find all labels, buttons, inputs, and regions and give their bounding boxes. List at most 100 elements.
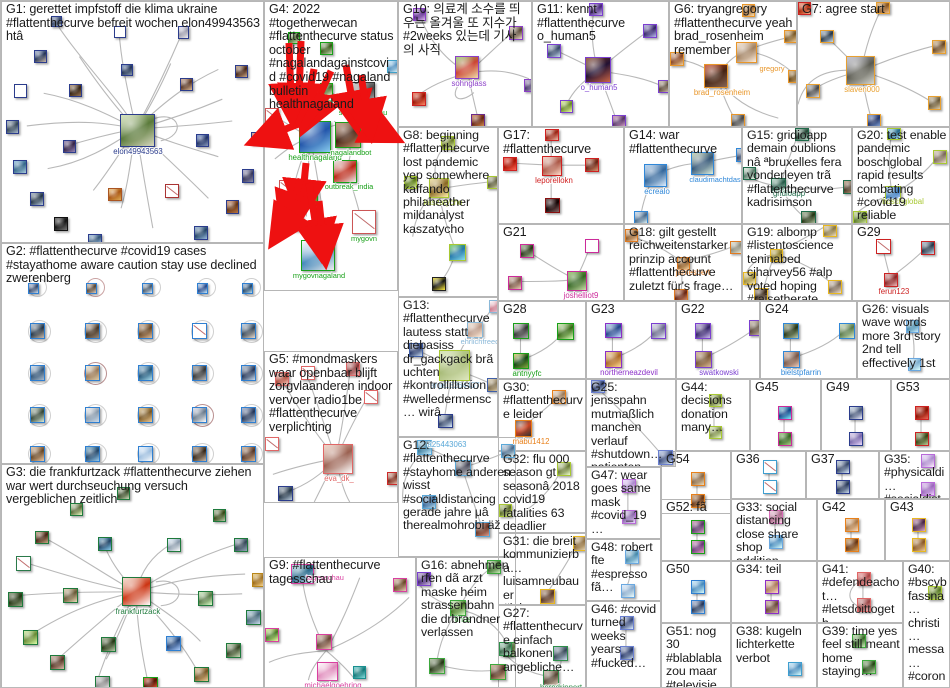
node[interactable] — [763, 460, 777, 474]
node-gregory[interactable] — [736, 42, 757, 63]
group-cell-G20[interactable]: G20: test enable pandemic boschglobal ra… — [852, 127, 949, 224]
node[interactable] — [795, 128, 809, 141]
group-cell-G40[interactable]: G40: #bscyb fassna… christi… messa… #cor… — [903, 561, 949, 687]
group-cell-G23[interactable]: G23 northerneazdevil — [586, 301, 676, 379]
node[interactable] — [432, 277, 446, 291]
node[interactable] — [387, 472, 397, 485]
node[interactable] — [709, 426, 722, 439]
node[interactable] — [709, 394, 722, 407]
node[interactable] — [503, 157, 517, 171]
group-cell-G43[interactable]: G43 — [885, 499, 949, 561]
group-cell-G38[interactable]: G38: kugeln lichterkette verbot — [731, 623, 817, 687]
node[interactable] — [912, 538, 926, 552]
node[interactable] — [138, 323, 153, 339]
node[interactable] — [489, 300, 497, 313]
node[interactable] — [820, 30, 834, 43]
hub-node-northerneazdevil[interactable] — [605, 351, 622, 368]
node[interactable] — [23, 630, 38, 645]
node[interactable] — [557, 462, 571, 476]
node[interactable] — [265, 437, 279, 451]
node-nagalandbot[interactable] — [335, 122, 361, 148]
node[interactable] — [921, 241, 935, 255]
node[interactable] — [843, 180, 851, 194]
node[interactable] — [487, 378, 497, 392]
node[interactable] — [235, 65, 248, 78]
node[interactable] — [778, 432, 792, 446]
node[interactable] — [670, 52, 684, 66]
group-cell-G53[interactable]: G53 — [891, 379, 949, 451]
node[interactable] — [70, 503, 83, 516]
hub-node-jamesbert[interactable] — [677, 257, 690, 270]
hub-node-brad_rosenheim[interactable] — [704, 64, 728, 88]
node[interactable] — [557, 323, 574, 340]
group-cell-G10[interactable]: G10: 의료계 소수를 띄우는 올겨울 또 지수가 #2weeks 있는데 기… — [398, 1, 532, 127]
node[interactable] — [165, 184, 179, 198]
node[interactable] — [449, 244, 466, 261]
node[interactable] — [30, 192, 44, 206]
group-cell-G46[interactable]: G46: #covid turned weeks years #fucked… — [586, 601, 661, 687]
node[interactable] — [194, 667, 209, 682]
node[interactable] — [98, 537, 112, 551]
node[interactable] — [778, 406, 792, 420]
group-cell-G13[interactable]: G13: #flattenthecurve lautess statt dieb… — [398, 297, 498, 437]
node[interactable] — [138, 365, 153, 381]
node[interactable] — [658, 80, 668, 93]
node[interactable] — [30, 323, 45, 339]
node[interactable] — [63, 140, 76, 153]
hub-node-anje18264437[interactable] — [439, 350, 470, 381]
node[interactable] — [95, 676, 110, 687]
hub-node-tinus[interactable] — [450, 600, 466, 616]
node[interactable] — [196, 134, 209, 147]
node[interactable] — [241, 446, 256, 462]
node[interactable] — [691, 494, 705, 508]
node[interactable] — [265, 108, 279, 122]
node[interactable] — [540, 589, 555, 604]
node-mygovn[interactable] — [352, 210, 376, 234]
node[interactable] — [429, 658, 445, 674]
node[interactable] — [839, 323, 855, 339]
node[interactable] — [932, 40, 946, 54]
node[interactable] — [471, 114, 485, 126]
node[interactable] — [30, 407, 45, 423]
node[interactable] — [364, 390, 378, 404]
group-cell-G50[interactable]: G50 — [661, 561, 731, 623]
node[interactable] — [213, 509, 226, 522]
node[interactable] — [192, 407, 207, 423]
group-cell-G21[interactable]: G21 joshelliot9 — [498, 224, 624, 301]
node[interactable] — [121, 64, 133, 76]
node[interactable] — [857, 598, 871, 612]
node-mygovnagaland[interactable] — [301, 240, 335, 271]
group-cell-G52[interactable]: G52: fã — [661, 499, 731, 561]
node[interactable] — [928, 586, 942, 600]
node[interactable] — [509, 26, 523, 40]
node[interactable] — [409, 343, 423, 357]
node[interactable] — [69, 84, 82, 97]
node[interactable] — [828, 280, 842, 294]
node[interactable] — [876, 2, 890, 14]
group-cell-G42[interactable]: G42 — [817, 499, 885, 561]
node[interactable] — [63, 588, 78, 603]
node[interactable] — [178, 26, 189, 39]
node[interactable] — [749, 320, 759, 336]
node[interactable] — [915, 406, 929, 420]
node[interactable] — [921, 454, 935, 468]
group-cell-G4[interactable]: G4: 2022 #togetherwecan #flattenthecurve… — [264, 1, 398, 291]
node[interactable] — [589, 3, 603, 16]
node[interactable] — [86, 283, 97, 294]
node[interactable] — [625, 550, 639, 564]
group-cell-G49[interactable]: G49 — [821, 379, 891, 451]
node[interactable] — [545, 198, 560, 213]
node[interactable] — [316, 634, 332, 650]
node[interactable] — [499, 504, 512, 517]
node[interactable] — [887, 128, 901, 140]
node[interactable] — [85, 446, 100, 462]
node[interactable] — [35, 531, 49, 544]
group-cell-G8[interactable]: G8: beginning #flattenthecurve lost pand… — [398, 127, 498, 297]
node[interactable] — [769, 535, 783, 549]
node[interactable] — [192, 323, 207, 339]
group-cell-G48[interactable]: G48: robert fte #espresso fã… — [586, 539, 661, 601]
node[interactable] — [438, 414, 453, 428]
node[interactable] — [252, 573, 263, 587]
node-nagalandlw[interactable] — [320, 83, 333, 96]
